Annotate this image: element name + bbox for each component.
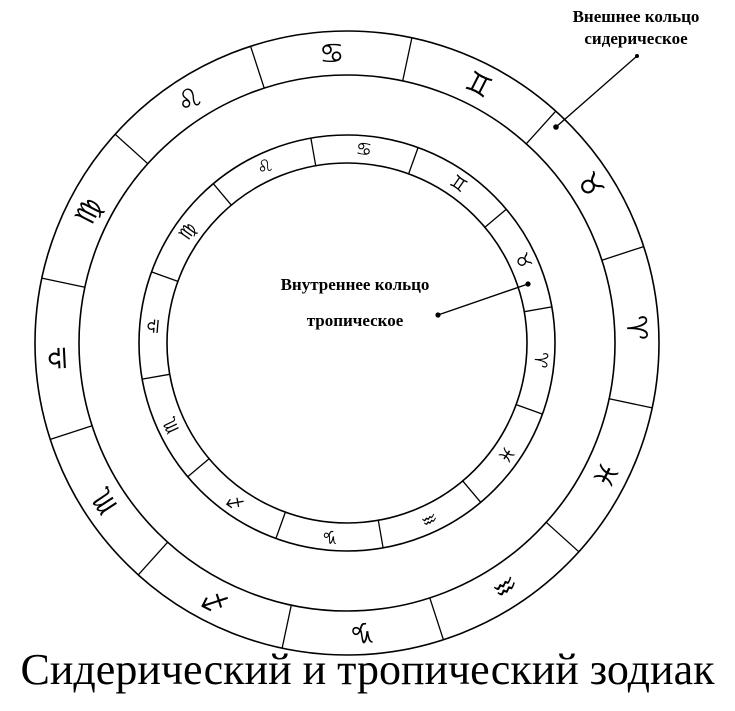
page-title: Сидерический и тропический зодиак: [20, 645, 715, 694]
inner-ring-sign-5: ♑: [321, 525, 339, 547]
outer-ring-divider: [601, 245, 644, 261]
inner-ring-sign-11: ♋: [355, 139, 373, 161]
outer-ring-sign-4: ♑: [349, 615, 376, 649]
inner-ring-divider: [142, 373, 170, 380]
inner-ring-divider: [310, 138, 317, 166]
outer-ring-sign-3: ♒: [485, 566, 524, 607]
outer-label-leader-end: [635, 54, 639, 58]
outer-ring-divider: [249, 46, 265, 89]
outer-ring-sign-5: ♐: [197, 581, 234, 622]
outer-ring-divider: [429, 597, 445, 640]
outer-ring-label-line2: сидерическое: [584, 29, 688, 48]
inner-ring-label-line1: Внутреннее кольцо: [281, 275, 430, 294]
outer-ring-signs: ♉ ♈ ♓ ♒ ♑ ♐ ♏ ♎ ♍ ♌ ♋ ♊: [40, 36, 653, 649]
outer-label-leader-dot: [553, 124, 559, 130]
inner-ring-sign-10: ♌: [253, 154, 277, 180]
outer-ring-sign-8: ♍: [68, 193, 109, 230]
inner-ring-sign-7: ♏: [158, 413, 184, 437]
inner-ring-dividers: [142, 138, 552, 548]
inner-tropical-ring: ♊ ♉ ♈ ♓ ♒ ♑ ♐ ♏ ♎ ♍ ♌ ♋: [138, 134, 556, 552]
outer-ring-divider: [545, 521, 580, 553]
outer-ring-divider: [41, 277, 86, 288]
outer-ring-sign-0: ♉: [570, 166, 611, 205]
inner-label-leader-dot-end: [525, 281, 531, 287]
inner-ring-inner-edge: [166, 162, 528, 524]
outer-label-leader-line: [555, 55, 638, 128]
inner-ring-signs: ♊ ♉ ♈ ♓ ♒ ♑ ♐ ♏ ♎ ♍ ♌ ♋: [143, 139, 552, 548]
inner-ring-divider: [187, 458, 210, 478]
inner-ring-sign-0: ♊: [446, 171, 471, 197]
outer-ring-sign-10: ♋: [318, 36, 345, 70]
outer-ring-sign-6: ♏: [83, 481, 124, 520]
outer-ring-divider: [402, 37, 413, 82]
inner-ring-sign-8: ♎: [143, 317, 165, 335]
outer-ring-sign-9: ♌: [170, 79, 209, 120]
outer-sidereal-ring: ♉ ♈ ♓ ♒ ♑ ♐ ♏ ♎ ♍ ♌ ♋ ♊: [34, 30, 660, 656]
inner-ring-divider: [151, 271, 179, 283]
outer-ring-outer-edge: [34, 30, 660, 656]
inner-ring-label-line2: тропическое: [307, 311, 404, 330]
outer-ring-divider: [114, 133, 149, 165]
outer-ring-label-line1: Внешнее кольцо: [573, 7, 700, 26]
inner-ring-divider: [377, 520, 384, 548]
outer-ring-sign-2: ♓: [585, 456, 626, 493]
outer-ring-divider: [608, 398, 653, 409]
inner-ring-divider: [524, 306, 552, 313]
inner-ring-divider: [275, 511, 287, 539]
outer-ring-dividers: [41, 37, 653, 649]
outer-ring-sign-7: ♎: [40, 345, 74, 372]
inner-ring-divider: [515, 403, 543, 415]
inner-ring-sign-9: ♍: [175, 219, 201, 244]
outer-ring-divider: [281, 604, 292, 649]
inner-ring-sign-3: ♓: [493, 442, 519, 467]
inner-label-leader-line: [437, 283, 529, 316]
inner-ring-sign-6: ♐: [223, 489, 248, 515]
outer-ring-divider: [525, 110, 557, 145]
inner-ring-sign-2: ♈: [529, 351, 551, 369]
inner-ring-divider: [212, 183, 232, 206]
outer-ring-divider: [50, 425, 93, 441]
outer-ring-divider: [137, 541, 169, 576]
outer-ring-sign-1: ♈: [619, 314, 653, 341]
inner-label-leader-dot-start: [435, 312, 441, 318]
inner-ring-divider: [407, 147, 419, 175]
outer-ring-sign-11: ♊: [460, 64, 497, 105]
inner-ring-divider: [484, 208, 507, 228]
outer-ring-inner-edge: [78, 74, 616, 612]
inner-ring-sign-1: ♉: [510, 249, 536, 273]
inner-ring-outer-edge: [138, 134, 556, 552]
inner-ring-sign-4: ♒: [417, 506, 441, 532]
inner-ring-divider: [462, 480, 482, 503]
